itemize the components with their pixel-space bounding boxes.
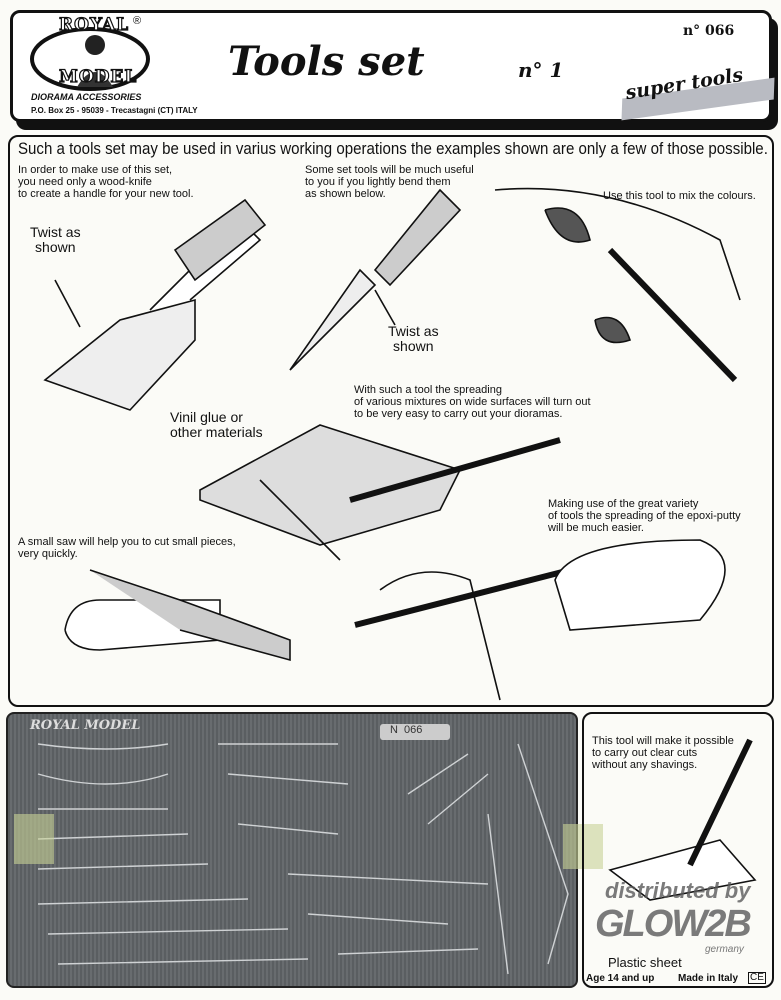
caption-line: will be much easier.	[548, 522, 644, 534]
caption-line: Vinil glue or	[170, 409, 243, 425]
caption-line: A small saw will help you to cut small p…	[18, 536, 236, 548]
subtitle: DIORAMA ACCESSORIES	[31, 92, 142, 102]
brand-top: ROYAL	[58, 14, 130, 35]
plastic-sheet-label: Plastic sheet	[608, 955, 682, 970]
address: P.O. Box 25 - 95039 - Trecastagni (CT) I…	[31, 106, 198, 115]
page-title: Tools set	[228, 38, 425, 85]
instructions-box	[8, 135, 774, 707]
caption-handle: In order to make use of this set, you ne…	[18, 164, 194, 200]
caption-mix: Use this tool to mix the colours.	[603, 190, 756, 202]
caption-line: Twist as	[388, 323, 439, 339]
caption-line: you need only a wood-knife	[18, 176, 152, 188]
caption-line: In order to make use of this set,	[18, 164, 173, 176]
caption-glue: Vinil glue or other materials	[170, 410, 263, 440]
caption-line: to be very easy to carry out your dioram…	[354, 408, 563, 420]
caption-line: to carry out clear cuts	[592, 747, 698, 759]
caption-line: shown	[35, 239, 76, 255]
fret-parts	[37, 743, 569, 975]
caption-line: With such a tool the spreading	[354, 384, 502, 396]
watermark-distributed: distributed by	[605, 878, 751, 903]
caption-line: of tools the spreading of the epoxi-putt…	[548, 510, 741, 522]
caption-line: Twist as	[30, 224, 81, 240]
caption-line: to you if you lightly bend them	[305, 176, 451, 188]
caption-line: without any shavings.	[592, 759, 698, 771]
caption-cut: This tool will make it possible to carry…	[592, 735, 734, 771]
caption-bend: Some set tools will be much useful to yo…	[305, 164, 474, 200]
caption-line: Some set tools will be much useful	[305, 164, 474, 176]
caption-putty: Making use of the great variety of tools…	[548, 498, 741, 534]
caption-twist-1: Twist as shown	[30, 225, 81, 255]
watermark-glow2b: GLOW2B	[595, 903, 752, 945]
caption-saw: A small saw will help you to cut small p…	[18, 536, 236, 560]
caption-line: to create a handle for your new tool.	[18, 188, 194, 200]
fret-tag: N 066	[380, 724, 450, 740]
header: ROYAL ® MODEL DIORAMA ACCESSORIES P.O. B…	[10, 10, 775, 122]
registered-mark: ®	[133, 15, 142, 27]
caption-line: This tool will make it possible	[592, 735, 734, 747]
caption-spread: With such a tool the spreading of variou…	[354, 384, 591, 420]
caption-twist-2: Twist as shown	[388, 324, 439, 354]
watermark-germany: germany	[705, 944, 744, 955]
tape	[14, 814, 54, 864]
caption-line: other materials	[170, 424, 263, 440]
caption-line: as shown below.	[305, 188, 386, 200]
photo-etch-fret: ROYAL MODEL N 066	[6, 712, 603, 988]
brand-bottom: MODEL	[58, 66, 138, 87]
cutting-box	[582, 712, 774, 988]
made-in-label: Made in Italy	[678, 973, 739, 984]
caption-line: of various mixtures on wide surfaces wil…	[354, 396, 591, 408]
age-label: Age 14 and up	[586, 973, 655, 984]
caption-line: very quickly.	[18, 548, 78, 560]
set-number: n° 1	[518, 58, 564, 82]
ce-mark: CE	[748, 972, 766, 984]
caption-line: shown	[393, 338, 434, 354]
intro-text: Such a tools set may be used in varius w…	[18, 140, 768, 158]
fret-brand: ROYAL MODEL	[30, 718, 141, 733]
product-code: n° 066	[683, 23, 735, 39]
caption-line: Making use of the great variety	[548, 498, 699, 510]
